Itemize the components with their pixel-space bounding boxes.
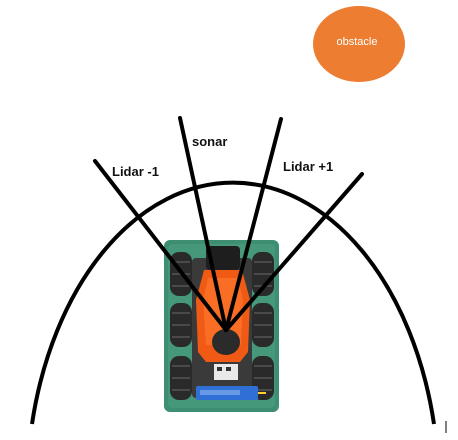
front-sensor-mount [206,246,240,270]
beam-line-left-inner [178,116,228,332]
obstacle-shape [313,6,405,82]
lidar-dome [212,329,240,355]
lidar-left-label: Lidar -1 [112,164,159,179]
detection-range-arc [30,180,436,425]
beam-line-right-outer [224,172,364,332]
controller-board [214,364,238,380]
obstacle-label: obstacle [337,36,378,48]
beam-line-right-inner [224,117,283,332]
beam-line-left-outer [93,159,228,332]
sonar-label: sonar [192,134,227,149]
lidar-right-label: Lidar +1 [283,159,333,174]
sensor-beams [93,116,364,332]
rc-car-robot-icon [164,240,279,412]
